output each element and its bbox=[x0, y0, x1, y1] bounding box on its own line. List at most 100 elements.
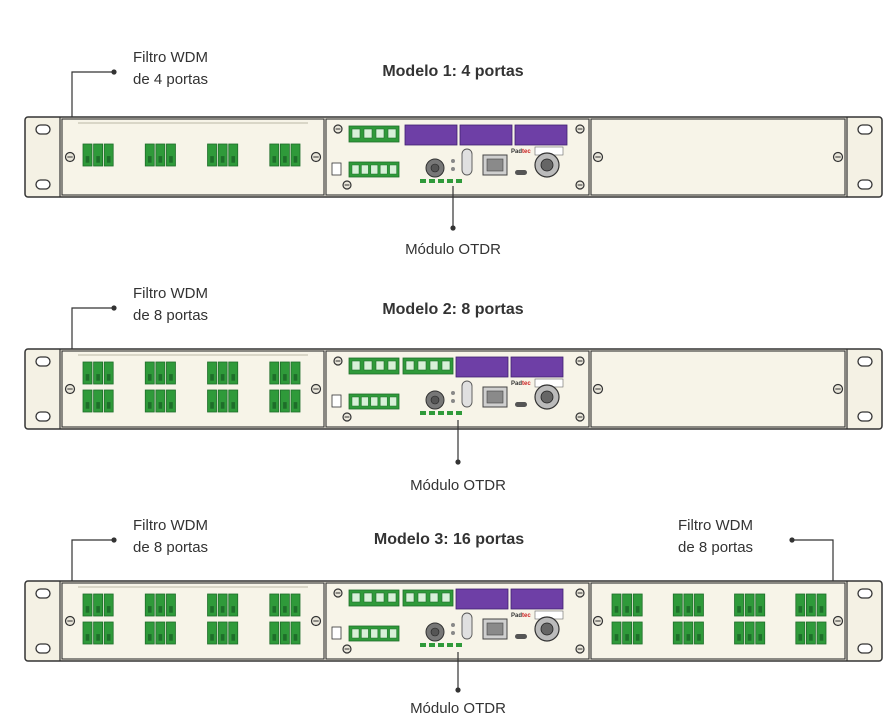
terminal-pin bbox=[379, 164, 388, 175]
screw bbox=[592, 615, 604, 627]
sfp-cage bbox=[455, 356, 509, 378]
connector-body bbox=[82, 593, 93, 617]
screw bbox=[342, 180, 352, 190]
connector-body bbox=[269, 621, 280, 645]
connector-body bbox=[207, 361, 217, 385]
connector-body bbox=[279, 143, 290, 167]
connector-body bbox=[744, 621, 755, 645]
wdm-port bbox=[144, 389, 155, 413]
connector-body bbox=[144, 389, 155, 413]
wdm-port bbox=[755, 621, 766, 645]
wdm-port bbox=[622, 621, 632, 645]
connector-body bbox=[795, 593, 806, 617]
fc-connector-core bbox=[540, 622, 554, 636]
wdm-port bbox=[217, 143, 228, 167]
wdm-port bbox=[217, 621, 228, 645]
wdm-port bbox=[279, 593, 290, 617]
terminal-pin bbox=[389, 396, 397, 407]
wdm-port bbox=[93, 593, 103, 617]
terminal-block bbox=[348, 589, 400, 607]
connector-body bbox=[93, 593, 103, 617]
wdm-port bbox=[694, 593, 704, 617]
connector-ferrule bbox=[697, 606, 701, 613]
connector-body bbox=[228, 361, 239, 385]
wdm-port bbox=[103, 593, 114, 617]
connector-body bbox=[155, 621, 166, 645]
connector-ferrule bbox=[614, 606, 619, 613]
status-led bbox=[456, 643, 462, 647]
connector-ferrule bbox=[272, 606, 277, 613]
terminal-pin bbox=[375, 592, 385, 603]
terminal-pin bbox=[363, 360, 373, 371]
wdm-port bbox=[672, 621, 683, 645]
connector-ferrule bbox=[283, 156, 287, 163]
connector-ferrule bbox=[169, 402, 173, 409]
screw bbox=[592, 383, 604, 395]
connector-ferrule bbox=[85, 374, 90, 381]
wdm-port bbox=[279, 389, 290, 413]
wdm-port bbox=[155, 593, 166, 617]
connector-ferrule bbox=[158, 156, 163, 163]
connector-ferrule bbox=[210, 606, 214, 613]
connector-body bbox=[279, 593, 290, 617]
wdm-port bbox=[155, 361, 166, 385]
connector-ferrule bbox=[169, 634, 173, 641]
wdm-port bbox=[611, 621, 622, 645]
wdm-port bbox=[82, 593, 93, 617]
connector-body bbox=[217, 361, 228, 385]
fc-connector-core bbox=[540, 390, 554, 404]
connector-ferrule bbox=[272, 402, 277, 409]
model-title: Modelo 3: 16 portas bbox=[374, 531, 524, 548]
connector-body bbox=[290, 361, 301, 385]
wdm-port bbox=[166, 621, 176, 645]
brand-logo-accent: tec bbox=[522, 149, 531, 155]
blank-panel bbox=[590, 118, 846, 196]
connector-body bbox=[103, 593, 114, 617]
connector-body bbox=[207, 621, 217, 645]
wdm-port bbox=[228, 361, 239, 385]
connector-body bbox=[694, 593, 704, 617]
screw bbox=[575, 412, 585, 422]
wdm-port bbox=[207, 593, 217, 617]
mini-usb-port bbox=[515, 402, 527, 407]
connector-body bbox=[217, 621, 228, 645]
wdm-port bbox=[279, 143, 290, 167]
wdm-port bbox=[144, 621, 155, 645]
status-led bbox=[429, 179, 435, 183]
wdm-port bbox=[622, 593, 632, 617]
led bbox=[451, 159, 455, 163]
screw bbox=[342, 644, 352, 654]
terminal-pin bbox=[387, 592, 397, 603]
wdm-port bbox=[632, 593, 643, 617]
mount-slot-right-bottom bbox=[857, 411, 873, 422]
connector-ferrule bbox=[210, 634, 214, 641]
connector-ferrule bbox=[231, 606, 236, 613]
wdm-port bbox=[155, 389, 166, 413]
status-led bbox=[420, 643, 426, 647]
otdr-callout-dot bbox=[455, 459, 461, 465]
screw bbox=[575, 356, 585, 366]
wdm-port bbox=[269, 621, 280, 645]
connector-ferrule bbox=[819, 606, 824, 613]
connector-body bbox=[269, 389, 280, 413]
optical-port-core bbox=[430, 627, 440, 637]
sfp-cage bbox=[404, 124, 458, 146]
connector-body bbox=[622, 621, 632, 645]
sfp-cage bbox=[510, 356, 564, 378]
terminal-pin bbox=[429, 592, 439, 603]
screw bbox=[310, 151, 322, 163]
connector-ferrule bbox=[625, 634, 629, 641]
connector-body bbox=[155, 143, 166, 167]
wdm-port bbox=[290, 593, 301, 617]
terminal-pin bbox=[429, 360, 439, 371]
screw bbox=[575, 124, 585, 134]
rack-chassis bbox=[24, 580, 883, 662]
connector-ferrule bbox=[809, 634, 813, 641]
terminal-pin bbox=[361, 396, 369, 407]
connector-body bbox=[166, 143, 176, 167]
connector-body bbox=[103, 389, 114, 413]
screw bbox=[64, 615, 76, 627]
brand-logo: Padtec bbox=[511, 613, 531, 619]
status-led bbox=[438, 179, 444, 183]
wdm-port bbox=[103, 361, 114, 385]
